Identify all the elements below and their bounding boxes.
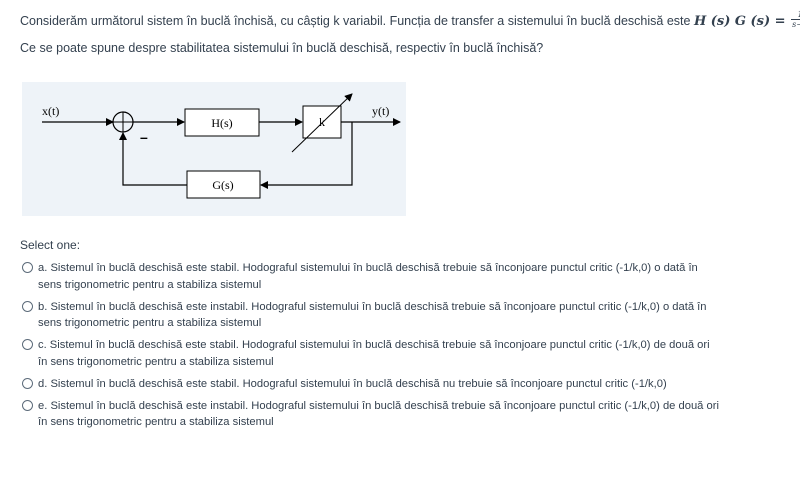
question-text: Considerăm următorul sistem în buclă înc… xyxy=(20,8,800,61)
g-block-label: G(s) xyxy=(212,178,233,192)
summer-minus-sign: – xyxy=(140,129,148,145)
block-diagram-svg: x(t) – H(s) k y(t) G(s) xyxy=(42,93,401,199)
variable-gain-arrow xyxy=(291,93,353,153)
question-line-1: Considerăm următorul sistem în buclă înc… xyxy=(20,8,800,35)
question-intro: Considerăm următorul sistem în buclă înc… xyxy=(20,14,691,28)
fraction-numerator: 1 xyxy=(791,10,800,21)
answer-b-line-1: b. Sistemul în buclă deschisă este insta… xyxy=(38,300,707,313)
feedback-path-right xyxy=(260,122,353,189)
answer-options: a. Sistemul în buclă deschisă este stabi… xyxy=(22,260,797,436)
radio-button-d[interactable] xyxy=(22,377,33,389)
answer-c-line-1: c. Sistemul în buclă deschisă este stabi… xyxy=(38,339,710,351)
answer-a-line-1: a. Sistemul în buclă deschisă este stabi… xyxy=(38,262,698,274)
answer-option-a[interactable]: a. Sistemul în buclă deschisă este stabi… xyxy=(22,260,797,293)
answer-option-e[interactable]: e. Sistemul în buclă deschisă este insta… xyxy=(22,398,797,431)
input-label: x(t) xyxy=(42,104,59,118)
k-block-label: k xyxy=(319,115,325,129)
answer-option-b[interactable]: b. Sistemul în buclă deschisă este insta… xyxy=(22,299,797,332)
block-diagram: x(t) – H(s) k y(t) G(s) xyxy=(22,82,406,216)
h-block-label: H(s) xyxy=(211,116,232,130)
answer-e-line-2: în sens trigonometric pentru a stabiliza… xyxy=(38,416,274,428)
question-line-2: Ce se poate spune despre stabilitatea si… xyxy=(20,41,544,55)
answer-a-line-2: sens trigonometric pentru a stabiliza si… xyxy=(38,278,262,291)
radio-button-a[interactable] xyxy=(22,262,33,273)
radio-button-c[interactable] xyxy=(22,339,33,350)
radio-button-e[interactable] xyxy=(22,399,33,411)
answer-e-line-1: e. Sistemul în buclă deschisă este insta… xyxy=(38,399,719,412)
radio-button-b[interactable] xyxy=(22,300,33,312)
output-label: y(t) xyxy=(372,104,389,118)
fraction-denominator: s−1 xyxy=(792,20,800,30)
answer-option-d[interactable]: d. Sistemul în buclă deschisă este stabi… xyxy=(22,376,797,393)
answer-c-line-2: în sens trigonometric pentru a stabiliza… xyxy=(38,355,274,368)
answer-d-line-1: d. Sistemul în buclă deschisă este stabi… xyxy=(38,377,667,390)
answer-option-c[interactable]: c. Sistemul în buclă deschisă este stabi… xyxy=(22,337,797,370)
transfer-fraction: 1s−1 xyxy=(791,10,800,29)
h-block xyxy=(184,108,260,137)
answer-b-line-2: sens trigonometric pentru a stabiliza si… xyxy=(38,317,262,329)
select-one-label: Select one: xyxy=(20,238,81,252)
transfer-function: H (s) G (s) = xyxy=(693,14,791,29)
feedback-path-left xyxy=(119,132,187,186)
